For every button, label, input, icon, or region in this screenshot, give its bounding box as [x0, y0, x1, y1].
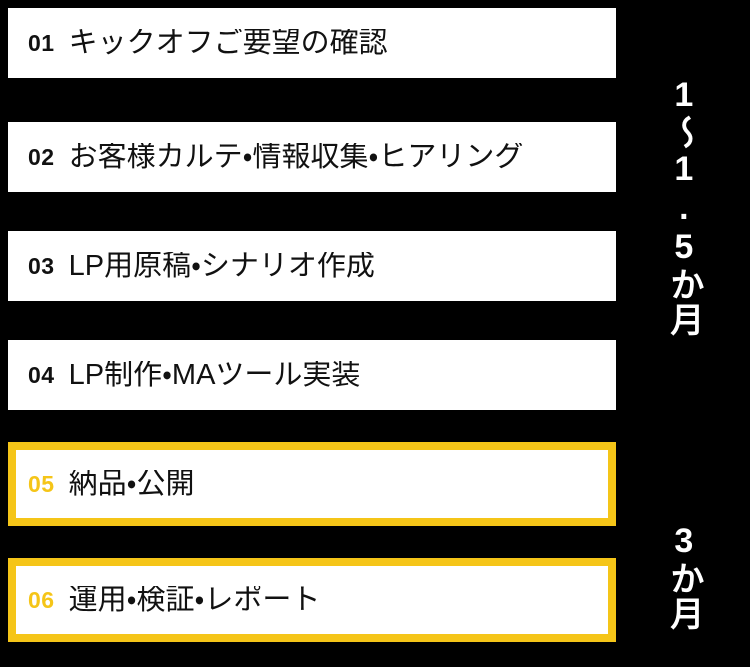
spacer-04-05 [8, 410, 616, 442]
duration-text-phase-1: 1〜1.5か月 [664, 76, 703, 337]
duration-label-phase-1: 1〜1.5か月 [616, 76, 750, 337]
spacer-top [8, 0, 616, 8]
step-title-02: お客様カルテ・情報収集・ヒアリング [68, 142, 524, 172]
duration-label-phase-2: 3か月 [616, 496, 750, 656]
step-card-05[interactable]: 05 納品・公開 [8, 442, 616, 526]
step-title-01: キックオフご要望の確認 [68, 28, 388, 58]
spacer-02-03 [8, 192, 616, 231]
duration-text-phase-2: 3か月 [664, 521, 703, 631]
spacer-01-02 [8, 78, 616, 122]
step-number-01: 01 [28, 29, 55, 56]
step-title-06: 運用・検証・レポート [68, 585, 321, 615]
step-card-02[interactable]: 02 お客様カルテ・情報収集・ヒアリング [8, 122, 616, 192]
step-card-06[interactable]: 06 運用・検証・レポート [8, 558, 616, 642]
step-number-06: 06 [28, 586, 55, 613]
step-number-02: 02 [28, 143, 55, 170]
step-number-04: 04 [28, 361, 55, 388]
step-card-03[interactable]: 03 LP用原稿・シナリオ作成 [8, 231, 616, 301]
step-card-04[interactable]: 04 LP制作・MAツール実装 [8, 340, 616, 410]
step-number-03: 03 [28, 252, 55, 279]
step-card-01[interactable]: 01 キックオフご要望の確認 [8, 8, 616, 78]
step-title-04: LP制作・MAツール実装 [68, 360, 361, 390]
step-list: 01 キックオフご要望の確認 02 お客様カルテ・情報収集・ヒアリング 03 L… [8, 0, 616, 667]
step-title-05: 納品・公開 [68, 469, 195, 499]
step-title-03: LP用原稿・シナリオ作成 [68, 251, 375, 281]
spacer-05-06 [8, 526, 616, 558]
step-number-05: 05 [28, 470, 55, 497]
spacer-03-04 [8, 301, 616, 340]
